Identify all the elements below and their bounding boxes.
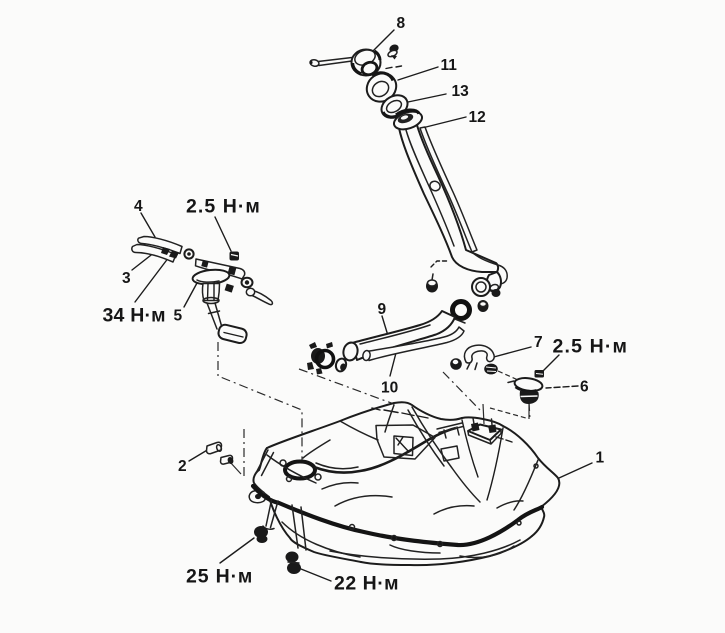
svg-text:11: 11 [441,57,458,74]
svg-text:2.5 Н·м: 2.5 Н·м [186,196,261,218]
svg-text:3: 3 [122,270,131,287]
svg-text:2: 2 [178,458,187,475]
svg-text:22 Н·м: 22 Н·м [334,573,399,595]
svg-text:25 Н·м: 25 Н·м [186,566,253,588]
svg-text:4: 4 [134,198,143,215]
svg-text:8: 8 [397,15,406,32]
svg-text:34 Н·м: 34 Н·м [103,305,166,327]
svg-text:5: 5 [174,308,183,325]
svg-text:12: 12 [469,109,486,126]
svg-text:7: 7 [534,334,543,351]
svg-text:9: 9 [378,301,387,318]
svg-text:1: 1 [596,450,605,467]
svg-text:13: 13 [452,83,470,100]
svg-text:2.5 Н·м: 2.5 Н·м [553,336,629,358]
svg-text:6: 6 [580,379,589,396]
svg-text:10: 10 [381,380,398,397]
